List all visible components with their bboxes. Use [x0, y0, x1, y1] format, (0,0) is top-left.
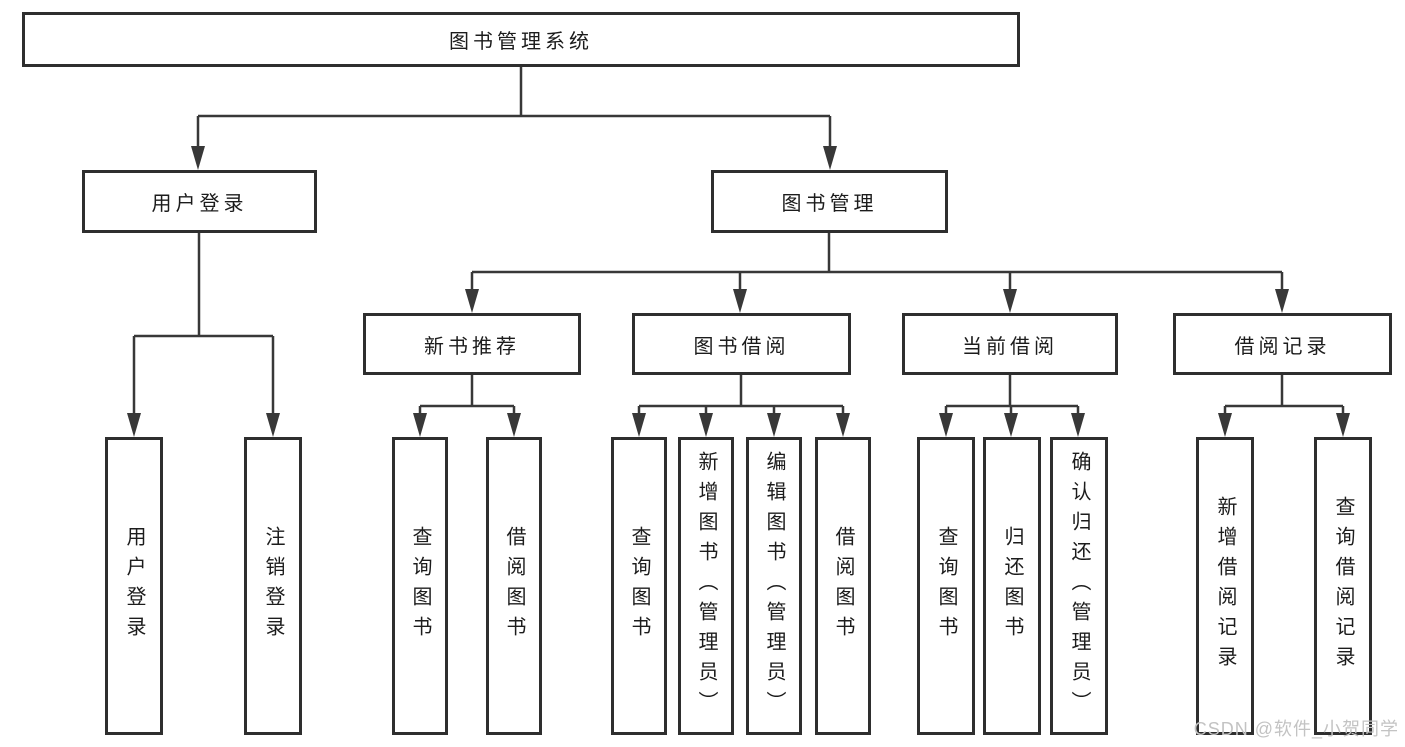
- leaf-confirm-return-admin-label: 确认归还（管理员）: [1068, 451, 1090, 721]
- leaf-add-book-admin: 新增图书（管理员）: [678, 437, 734, 735]
- leaf-return-books-label: 归还图书: [1001, 526, 1023, 646]
- node-borrow-records-label: 借阅记录: [1234, 335, 1331, 358]
- node-book-management: 图书管理: [711, 170, 948, 233]
- node-book-borrow: 图书借阅: [632, 313, 851, 375]
- leaf-user-login: 用户登录: [105, 437, 163, 735]
- node-user-login-label: 用户登录: [151, 193, 248, 215]
- leaf-query-books-current-label: 查询图书: [935, 526, 957, 646]
- node-book-management-label: 图书管理: [781, 193, 878, 215]
- leaf-edit-book-admin-label: 编辑图书（管理员）: [763, 451, 785, 721]
- leaf-borrow-books-recommend: 借阅图书: [486, 437, 542, 735]
- node-borrow-records: 借阅记录: [1173, 313, 1392, 375]
- node-new-book-recommend-label: 新书推荐: [424, 335, 520, 358]
- leaf-edit-book-admin: 编辑图书（管理员）: [746, 437, 802, 735]
- leaf-borrow-books: 借阅图书: [815, 437, 871, 735]
- leaf-add-borrow-record-label: 新增借阅记录: [1214, 496, 1236, 676]
- node-current-borrow-label: 当前借阅: [962, 335, 1058, 358]
- leaf-query-books-recommend-label: 查询图书: [409, 526, 431, 646]
- leaf-logout: 注销登录: [244, 437, 302, 735]
- leaf-logout-label: 注销登录: [262, 526, 284, 646]
- node-root-system: 图书管理系统: [22, 12, 1020, 67]
- leaf-query-books-borrow-label: 查询图书: [628, 526, 650, 646]
- node-book-borrow-label: 图书借阅: [693, 335, 790, 358]
- node-root-label: 图书管理系统: [449, 31, 593, 53]
- leaf-add-borrow-record: 新增借阅记录: [1196, 437, 1254, 735]
- leaf-query-books-current: 查询图书: [917, 437, 975, 735]
- leaf-confirm-return-admin: 确认归还（管理员）: [1050, 437, 1108, 735]
- csdn-watermark: CSDN @软件_小贺同学: [1193, 719, 1399, 739]
- node-current-borrow: 当前借阅: [902, 313, 1118, 375]
- leaf-return-books: 归还图书: [983, 437, 1041, 735]
- leaf-user-login-label: 用户登录: [123, 526, 145, 646]
- connector-lines: [132, 67, 1345, 415]
- node-new-book-recommend: 新书推荐: [363, 313, 581, 375]
- leaf-query-books-recommend: 查询图书: [392, 437, 448, 735]
- leaf-borrow-books-recommend-label: 借阅图书: [503, 526, 525, 646]
- leaf-query-books-borrow: 查询图书: [611, 437, 667, 735]
- leaf-query-borrow-record: 查询借阅记录: [1314, 437, 1372, 735]
- leaf-add-book-admin-label: 新增图书（管理员）: [695, 451, 717, 721]
- leaf-borrow-books-label: 借阅图书: [832, 526, 854, 646]
- node-user-login: 用户登录: [82, 170, 317, 233]
- arrowheads: [127, 146, 1350, 437]
- leaf-query-borrow-record-label: 查询借阅记录: [1332, 496, 1354, 676]
